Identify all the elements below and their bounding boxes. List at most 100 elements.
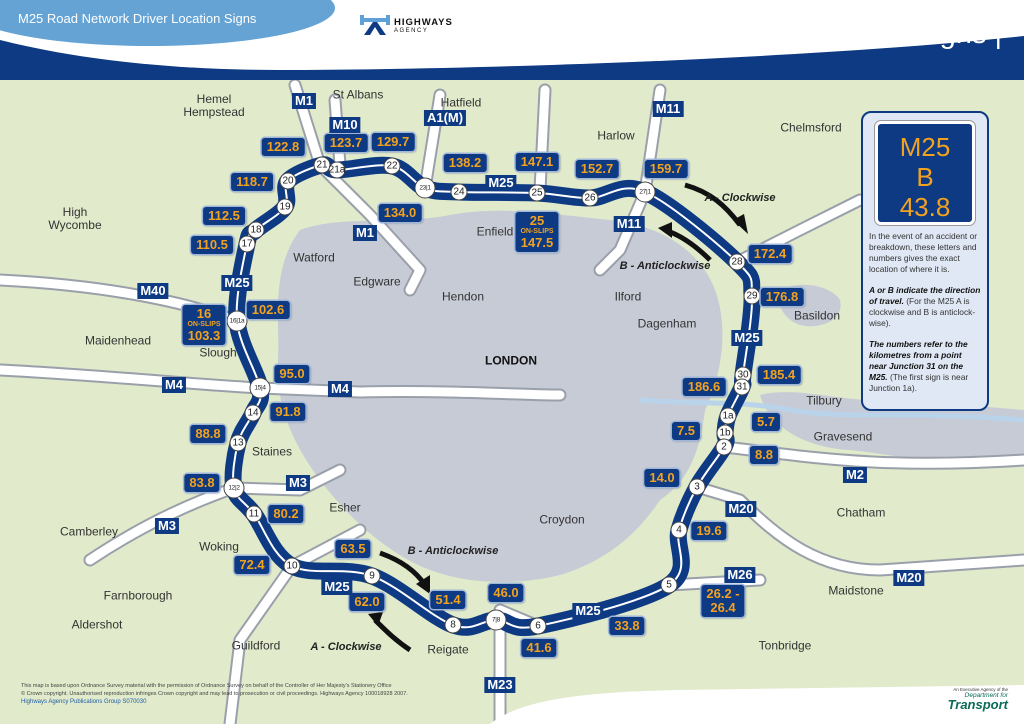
copyright-line-1: This map is based upon Ordnance Survey m… [21,683,392,689]
sign-value: 88.8 [195,426,221,441]
driver-location-sign: 118.7 [231,173,273,191]
junction-marker: 26 [581,189,599,207]
header-subtitle: M25 Road Network Driver Location Signs [18,11,257,26]
sign-value: 7.5 [676,423,696,438]
place-name: Croydon [539,512,585,527]
direction-label: A - Clockwise [310,641,382,653]
sign-value: 129.7 [376,134,410,149]
place-name: Hemel Hempstead [183,92,245,119]
direction-label: B - Anticlockwise [407,545,499,557]
driver-location-sign: 123.7 [324,134,368,152]
motorway-label: M20 [725,501,757,517]
example-sign-direction: B [916,162,934,192]
place-name: Hatfield [440,95,482,110]
place-name: Hendon [441,289,485,304]
junction-marker: 10 [283,557,301,575]
junction-marker: 20 [279,172,297,190]
sign-value: 147.5 [520,235,554,250]
place-name: St Albans [332,87,384,102]
junction-marker: 24 [450,183,468,201]
motorway-label: M26 [724,567,756,583]
example-sign-road: M25 [899,132,951,162]
driver-location-sign: 19.6 [691,522,727,540]
driver-location-sign: 129.7 [371,133,415,151]
driver-location-sign: 159.7 [644,160,688,178]
place-name: Farnborough [103,588,173,603]
sign-value: 176.8 [765,289,799,304]
publication-ref: Highways Agency Publications Group S0700… [21,699,147,705]
driver-location-sign: 110.5 [191,236,233,254]
sign-value: 123.7 [329,135,363,150]
junction-marker: 16|1a [226,310,248,332]
driver-location-sign: 102.6 [246,301,290,319]
driver-location-sign: 134.0 [378,204,422,222]
driver-location-sign: 14.0 [644,469,680,487]
sign-value: 172.4 [753,246,787,261]
junction-marker: 14 [244,404,262,422]
logo-line2: AGENCY [394,27,429,34]
junction-marker: 18 [247,221,265,239]
legend-text-3-bold: The numbers refer to the kilometres from… [869,339,968,382]
page-title: Driver Location Signs | [710,18,1002,50]
place-name: Esher [329,500,361,515]
motorway-label: M25 [221,275,253,291]
sign-value: 95.0 [279,366,305,381]
sign-value: 51.4 [435,592,461,607]
motorway-label: M25 [485,175,517,191]
page-title-text: Driver Location Signs [710,18,987,50]
junction-marker: 1a [719,407,737,425]
sign-value: 19.6 [696,523,722,538]
sign-value: 110.5 [196,237,228,252]
footer-swoosh [490,685,1024,724]
motorway-label: M3 [154,518,180,534]
junction-marker: 9 [363,567,381,585]
place-name: High Wycombe [48,205,102,232]
sign-value: 5.7 [756,414,776,429]
place-name: Chatham [836,505,886,520]
legend-text-3-body: (The first sign is near Junction 1a). [869,372,969,393]
junction-marker: 13 [229,434,247,452]
driver-location-sign: 46.0 [488,584,524,602]
junction-marker: 15|4 [249,377,271,399]
driver-location-sign: 112.5 [203,207,245,225]
driver-location-sign: 83.8 [184,474,220,492]
sign-value: 25 [529,213,545,228]
place-name: Reigate [427,642,469,657]
motorway-label: M25 [731,330,763,346]
example-sign-km: 43.8 [899,192,951,222]
sign-value: 8.8 [754,447,774,462]
sign-value: 159.7 [649,161,683,176]
legend-text-2: A or B indicate the direction of travel.… [869,285,981,329]
sign-value: ON-SLIPS [187,321,221,328]
place-name: Maidenhead [84,333,152,348]
sign-value: 122.8 [266,139,300,154]
sign-value: 80.2 [273,506,299,521]
driver-location-sign: 7.5 [671,422,701,440]
driver-location-sign: 95.0 [274,365,310,383]
sign-value: 83.8 [189,475,215,490]
place-name: Tonbridge [758,638,812,653]
legend-text-3: The numbers refer to the kilometres from… [869,339,981,394]
driver-location-sign: 62.0 [349,593,385,611]
sign-value: 41.6 [526,640,552,655]
junction-marker: 23|1 [414,177,436,199]
driver-location-sign: 147.1 [515,153,559,171]
motorway-label: M40 [137,283,169,299]
sign-value: 72.4 [239,557,265,572]
driver-location-sign: 172.4 [748,245,792,263]
driver-location-sign: 41.6 [521,639,557,657]
driver-location-sign: 63.5 [335,540,371,558]
place-name: Watford [293,250,335,265]
place-name: Chelmsford [780,120,842,135]
sign-value: 102.6 [251,302,285,317]
junction-marker: 29 [743,287,761,305]
place-name: Harlow [597,128,635,143]
driver-location-sign: 186.6 [682,378,726,396]
driver-location-sign: 51.4 [430,591,466,609]
driver-location-sign: 152.7 [575,160,619,178]
highways-agency-logo-icon [360,15,390,35]
place-name: Camberley [59,524,119,539]
motorway-label: M20 [893,570,925,586]
place-name: Enfield [476,224,514,239]
place-name: Aldershot [71,617,123,632]
